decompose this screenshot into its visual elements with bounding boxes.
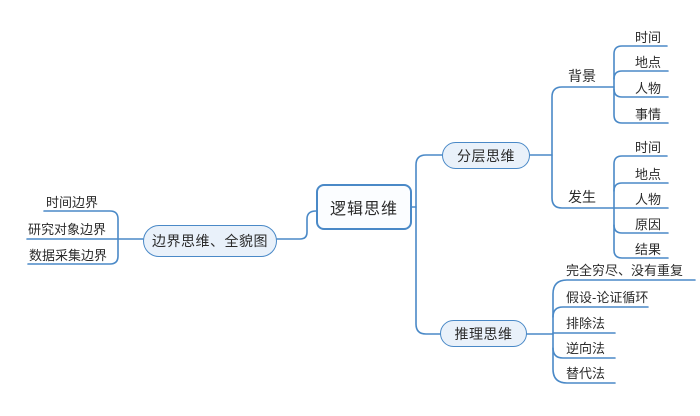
leaf-reverse-method[interactable]: 逆向法 (566, 341, 606, 356)
bracket-layered (551, 86, 669, 209)
subtopic-background[interactable]: 背景 (568, 68, 596, 84)
leaf-oc-place[interactable]: 地点 (635, 167, 662, 182)
underline-oc-place (613, 182, 669, 192)
root-topic[interactable]: 逻辑思维 (316, 184, 412, 230)
underline-bg-place (613, 70, 669, 80)
underline-reverse (552, 347, 616, 359)
leaf-oc-time[interactable]: 时间 (635, 140, 662, 155)
leaf-hypothesis-loop[interactable]: 假设-论证循环 (566, 290, 649, 305)
leaf-oc-result[interactable]: 结果 (635, 242, 662, 257)
branch-boundary-label: 边界思维、全貌图 (152, 233, 268, 249)
leaf-elimination-method[interactable]: 排除法 (566, 316, 606, 331)
leaf-bg-time[interactable]: 时间 (635, 30, 662, 45)
bracket-reasoning (552, 279, 696, 384)
leaf-research-object-boundary[interactable]: 研究对象边界 (28, 222, 107, 237)
leaf-oc-person[interactable]: 人物 (635, 192, 662, 207)
underline-bg-person (613, 88, 669, 98)
connector-root-right-elbows (415, 154, 443, 335)
branch-layered-label: 分层思维 (457, 147, 515, 164)
branch-reasoning-label: 推理思维 (454, 325, 513, 342)
leaf-time-boundary[interactable]: 时间边界 (46, 195, 99, 210)
leaf-bg-event[interactable]: 事情 (635, 107, 662, 122)
leaf-bg-place[interactable]: 地点 (635, 55, 662, 70)
bracket-background-kids (613, 45, 669, 124)
leaf-bg-person[interactable]: 人物 (635, 81, 662, 96)
root-topic-label: 逻辑思维 (329, 201, 398, 218)
bracket-occurrence-kids (613, 155, 669, 259)
branch-layered-topic[interactable]: 分层思维 (442, 142, 530, 169)
underline-hypothesis (552, 306, 649, 318)
leaf-data-collection-boundary[interactable]: 数据采集边界 (29, 248, 108, 263)
subtopic-occurrence[interactable]: 发生 (568, 189, 596, 205)
leaf-mece[interactable]: 完全穷尽、没有重复 (566, 263, 684, 278)
branch-boundary-topic[interactable]: 边界思维、全貌图 (143, 225, 277, 257)
leaf-oc-cause[interactable]: 原因 (635, 217, 662, 232)
underline-oc-cause (613, 224, 669, 234)
connector-root-left (276, 210, 317, 240)
leaf-substitution-method[interactable]: 替代法 (566, 366, 606, 381)
bracket-left-leaves (27, 210, 119, 265)
branch-reasoning-topic[interactable]: 推理思维 (440, 320, 527, 347)
